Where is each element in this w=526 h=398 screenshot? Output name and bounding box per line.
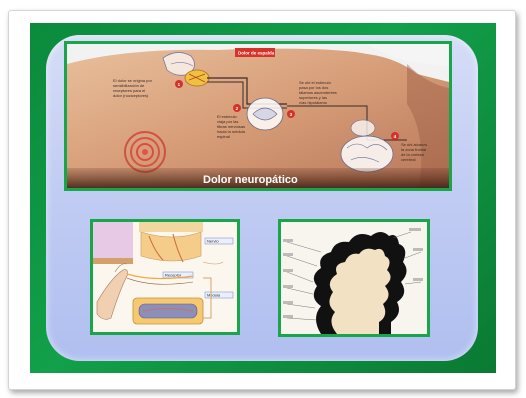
slide-frame: Dolor de espalda 1 2 3 4 El dolor se ori… <box>8 10 516 390</box>
svg-text:espinal: espinal <box>217 134 230 139</box>
label-nerve: Nervio <box>207 239 219 244</box>
pain-target-rings <box>125 132 165 172</box>
label-cord: Médula <box>207 293 221 298</box>
back-pain-drawing: Dolor de espalda 1 2 3 4 El dolor se ori… <box>67 44 449 188</box>
nerve-anatomy-drawing: Receptor Nervio Médula <box>93 222 237 332</box>
neuropathic-pain-illustration: Dolor de espalda 1 2 3 4 El dolor se ori… <box>64 41 452 191</box>
green-background-panel: Dolor de espalda 1 2 3 4 El dolor se ori… <box>30 23 496 373</box>
cortex-section-illustration <box>278 219 430 337</box>
cortex-section-drawing <box>281 222 427 334</box>
receptor-bundle <box>185 70 209 86</box>
svg-text:dolor (nociceptores): dolor (nociceptores) <box>113 93 149 98</box>
label-receptor: Receptor <box>165 273 182 278</box>
spinal-cord-section <box>247 98 283 130</box>
svg-text:cerebral: cerebral <box>401 157 416 162</box>
nerve-anatomy-illustration: Receptor Nervio Médula <box>90 219 240 335</box>
pain-tag-label: Dolor de espalda <box>238 51 275 56</box>
svg-text:vías hipotálamo: vías hipotálamo <box>299 100 328 105</box>
image-caption: Dolor neuropático <box>203 174 298 186</box>
